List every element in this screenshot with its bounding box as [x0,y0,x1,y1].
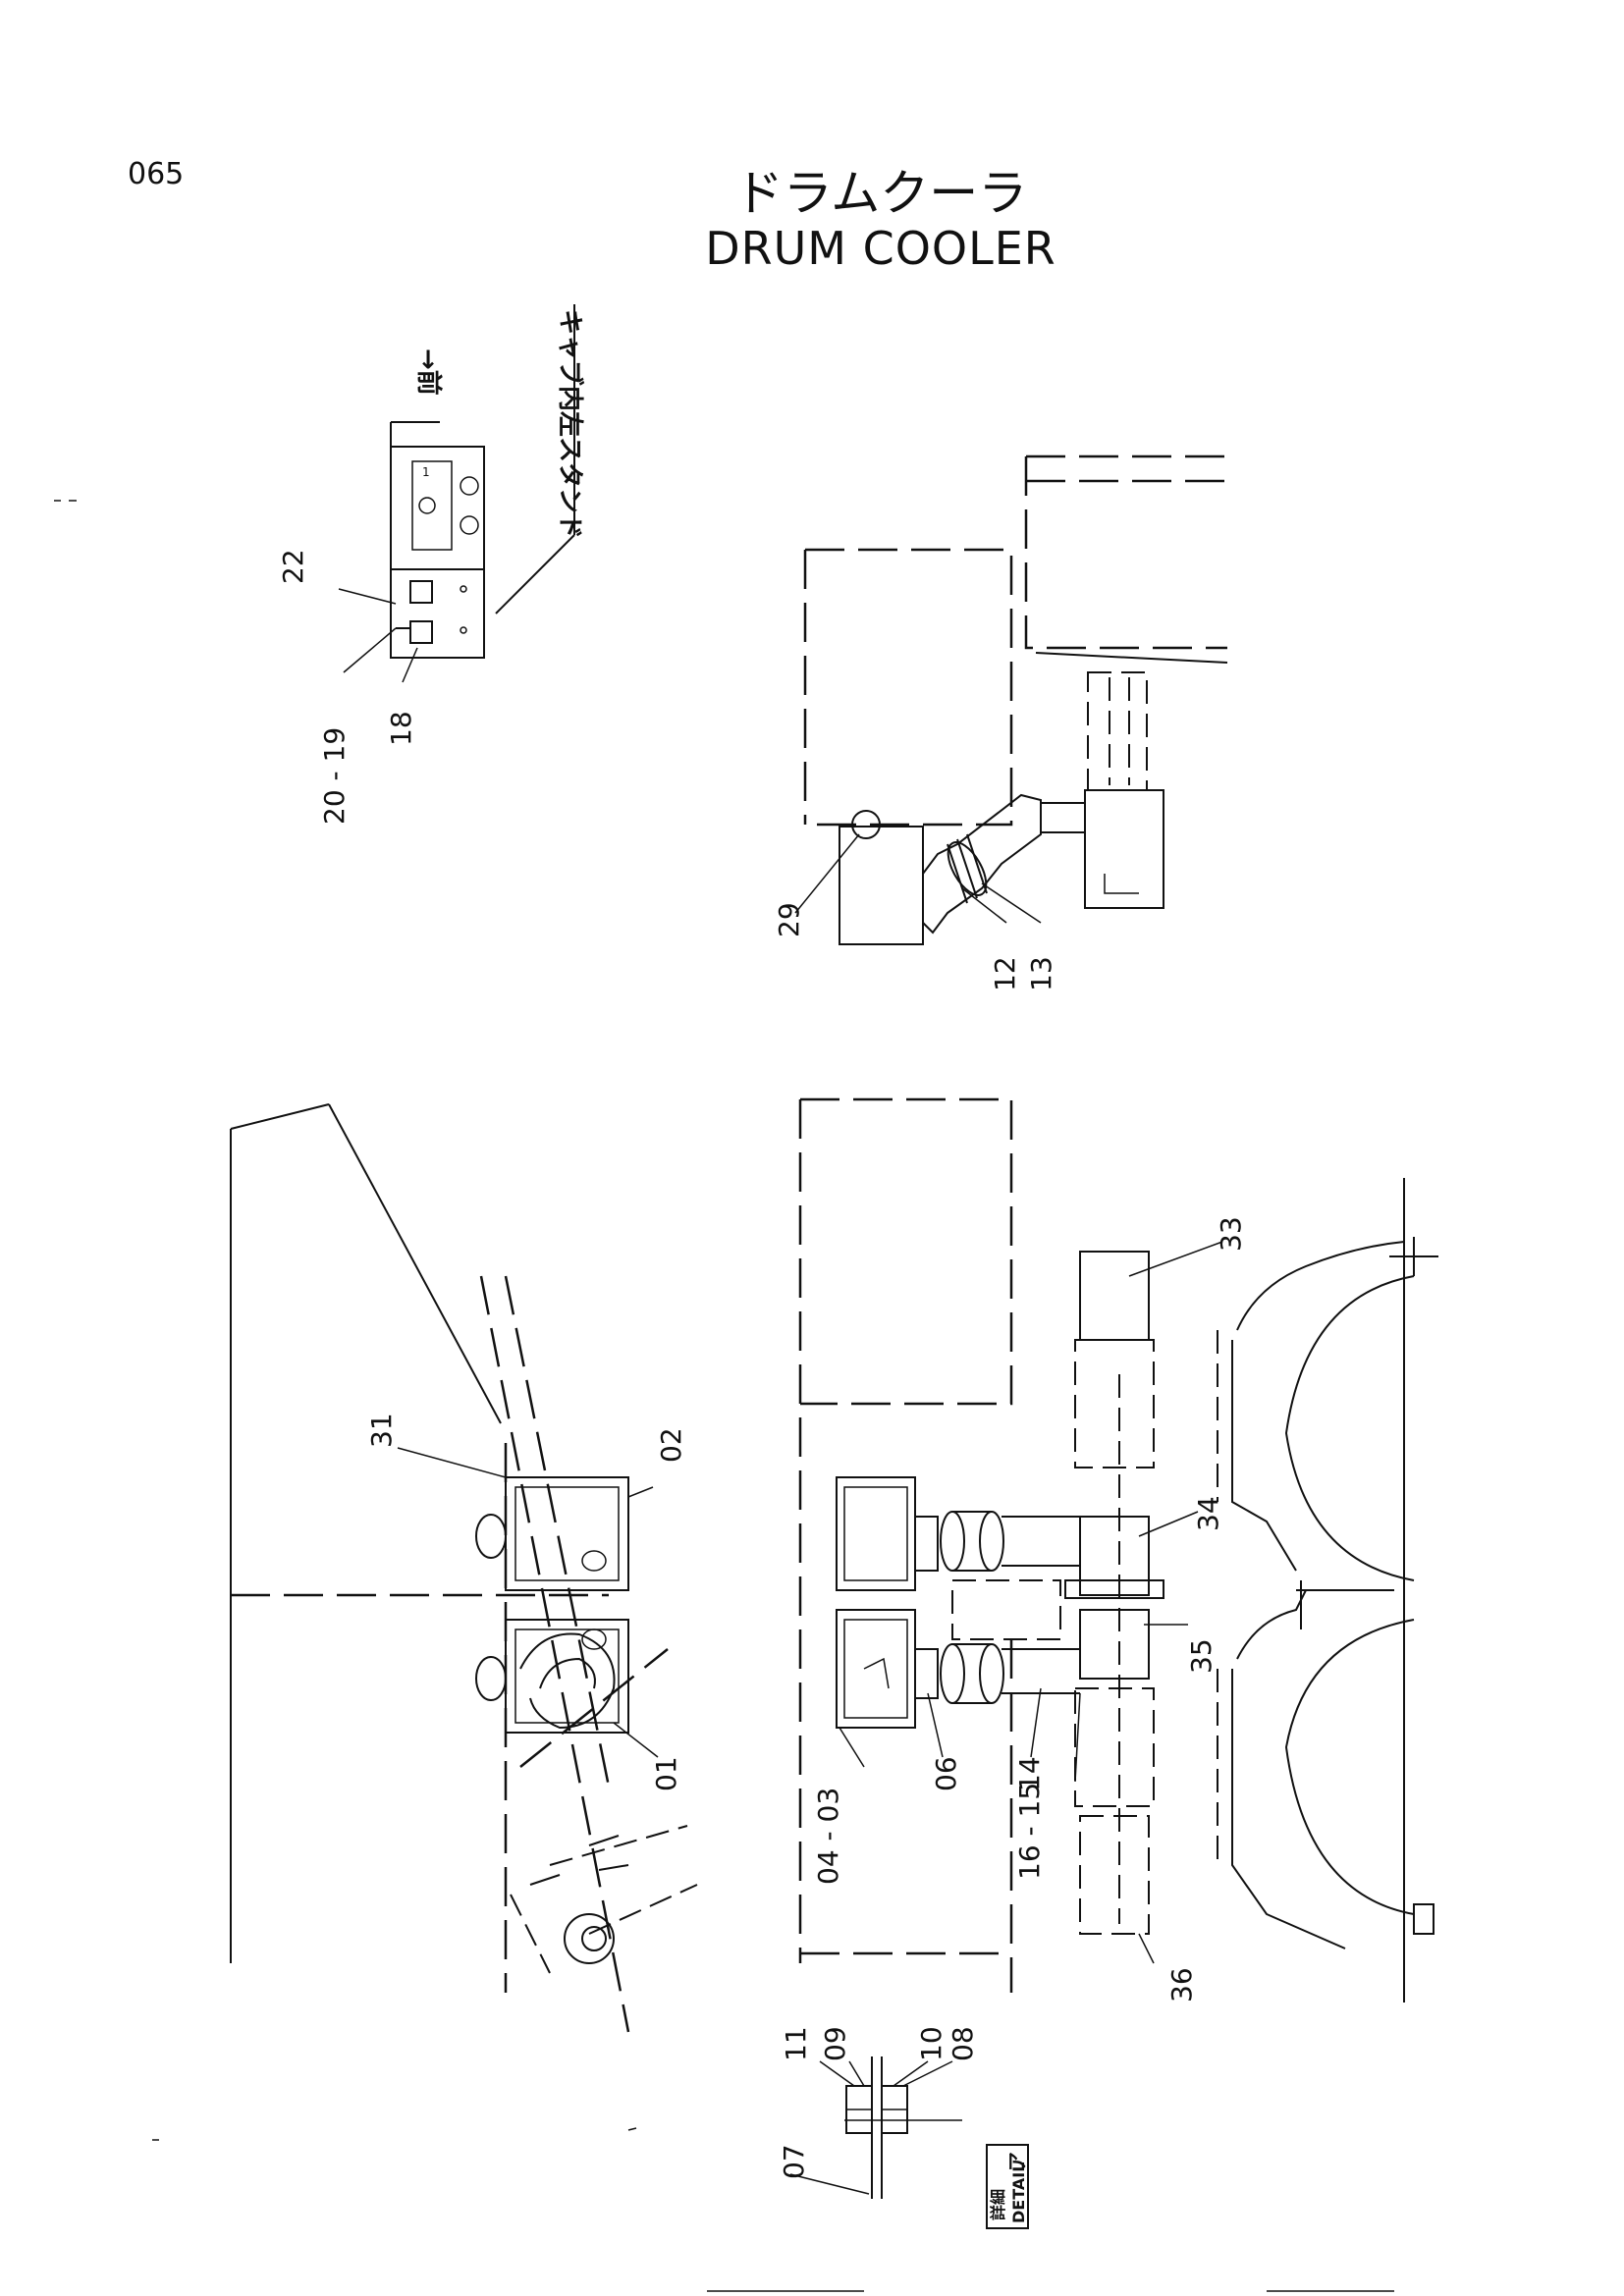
top-right-assembly-view [794,454,1228,945]
cab-stand-panel-view: 1 [338,304,575,683]
callout-04-03: 04 - 03 [812,1788,844,1885]
detail-box-label-en: DETAIL [1009,2163,1028,2223]
title-english: DRUM COOLER [705,222,1056,275]
callout-13: 13 [1025,956,1057,991]
callout-12: 12 [989,956,1021,991]
callout-01: 01 [650,1756,682,1791]
detail-box-mark: ア [1005,2152,1029,2171]
callout-10: 10 [915,2026,947,2061]
bottom-right-assembly-view [798,1097,1438,2002]
callout-33: 33 [1215,1216,1247,1252]
callout-31: 31 [365,1413,398,1448]
svg-text:1: 1 [422,465,430,479]
callout-11: 11 [780,2026,812,2061]
callout-36: 36 [1165,1967,1198,2002]
front-direction-label: →前 [413,348,444,396]
callout-22: 22 [277,549,309,584]
page-number: 065 [128,157,185,191]
callout-09: 09 [819,2026,851,2061]
page-title: ドラムクーラ DRUM COOLER [0,165,1624,275]
callout-02: 02 [655,1427,687,1463]
callout-34: 34 [1192,1496,1224,1531]
callout-35: 35 [1185,1638,1218,1674]
callout-16-15: 16 - 15 [1013,1783,1046,1880]
title-japanese: ドラムクーラ [733,165,1028,222]
cab-left-stand-caption: キャブ内左スタンド [555,309,585,539]
callout-14: 14 [1013,1756,1046,1791]
bottom-left-assembly-view [230,1103,698,2033]
scan-marks [54,500,1394,2292]
detail-box-label-jp: 詳細 [989,2189,1007,2220]
callout-20-19: 20 - 19 [318,727,351,825]
callout-06: 06 [930,1756,962,1791]
callout-08: 08 [947,2026,979,2061]
callout-18: 18 [385,711,417,746]
detail-view [789,2056,1029,2229]
callout-07: 07 [778,2144,810,2179]
callout-29: 29 [773,902,805,937]
